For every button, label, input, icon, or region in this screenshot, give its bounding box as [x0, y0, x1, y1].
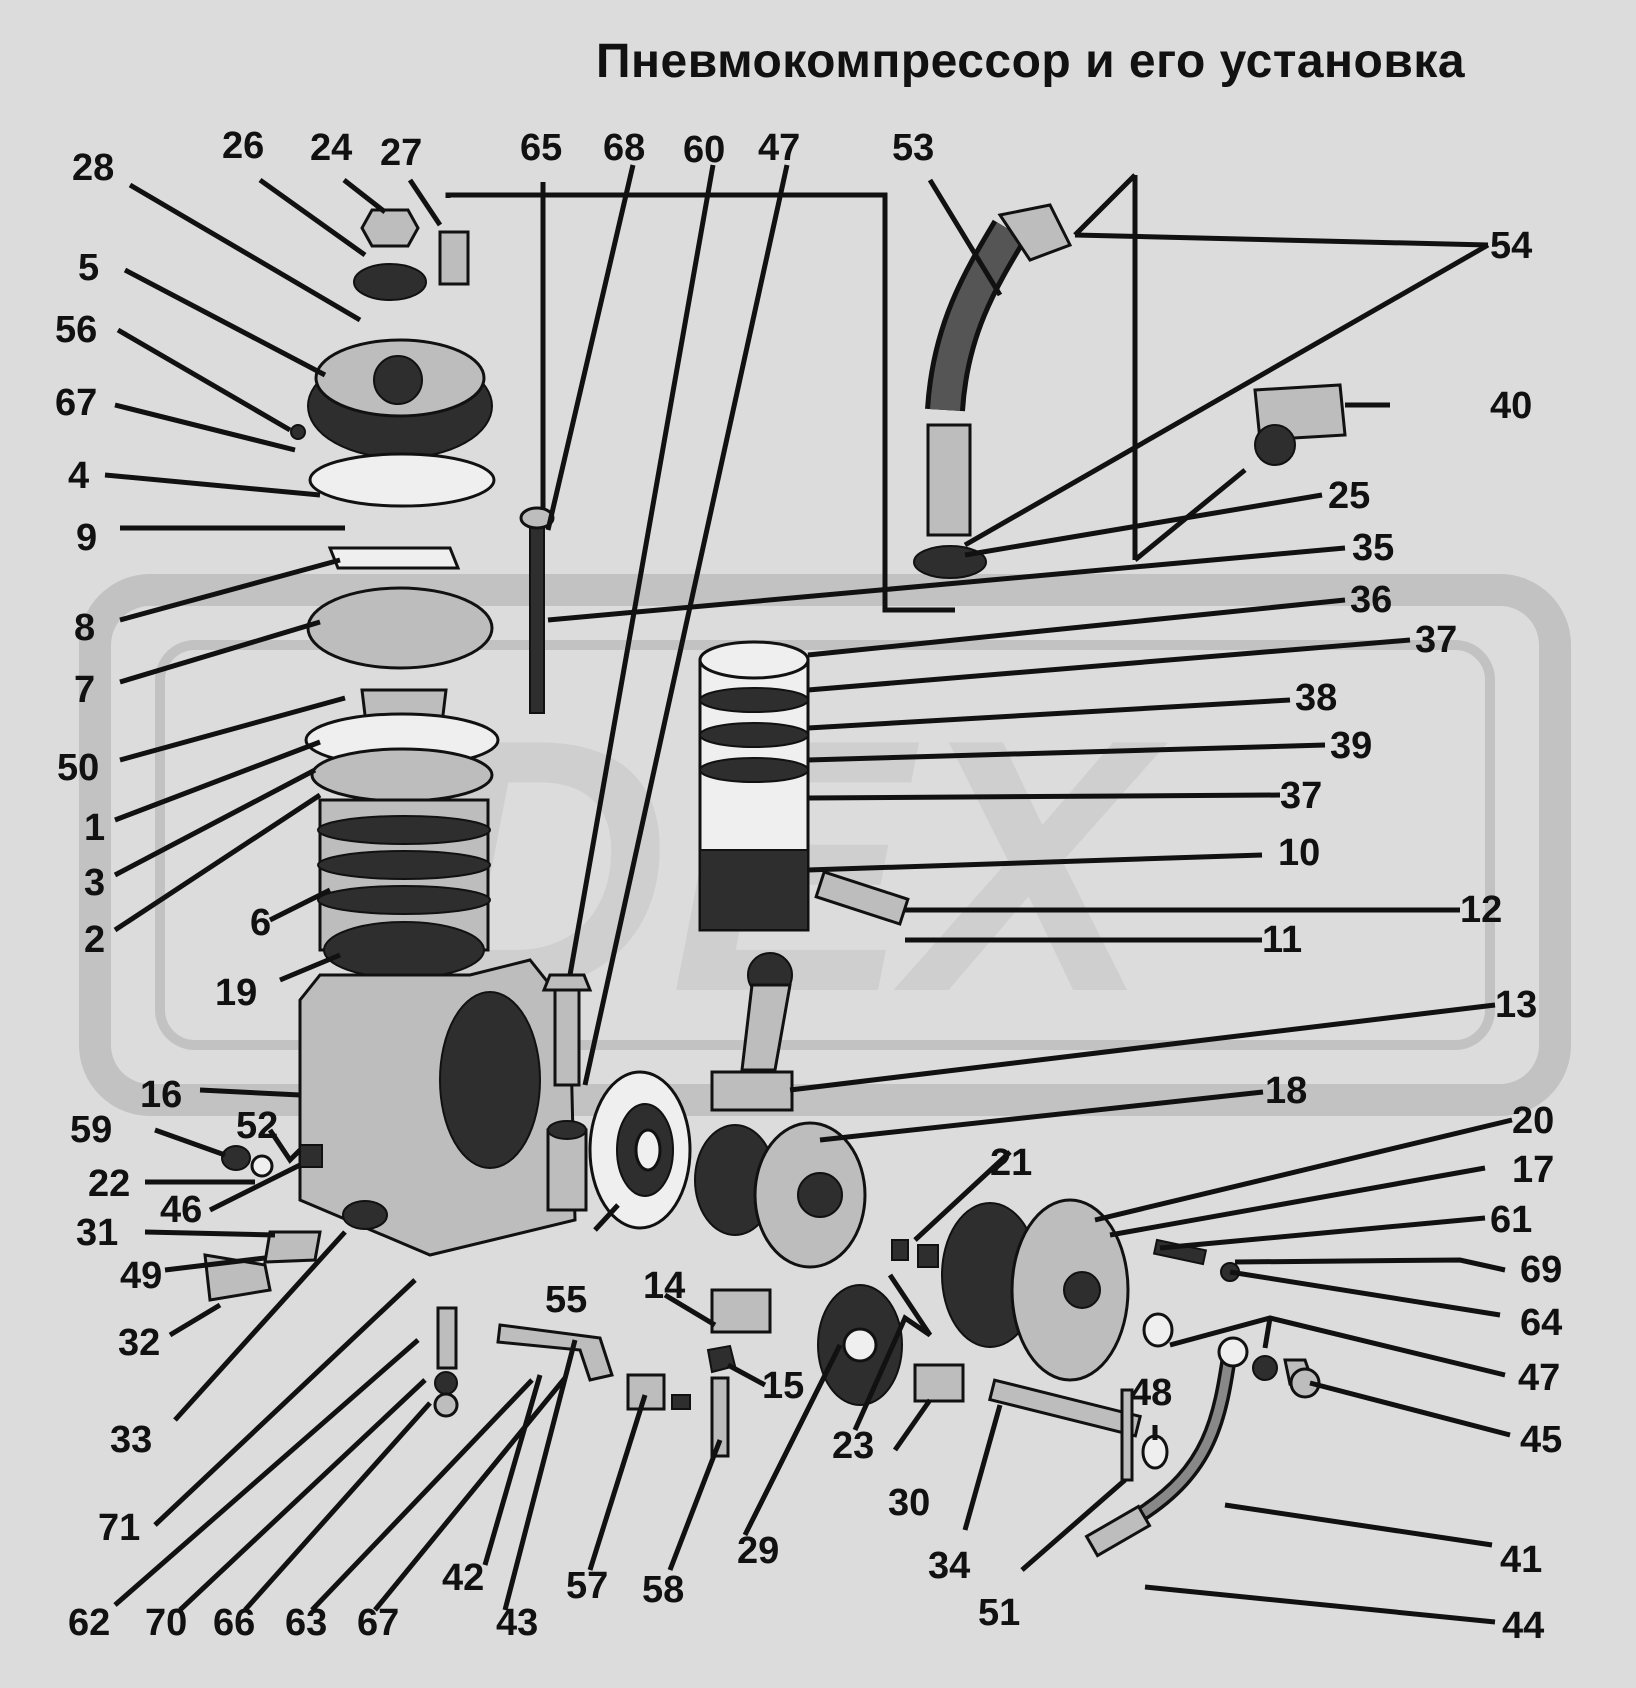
part-label: 49 — [120, 1255, 162, 1297]
hardware — [203, 424, 1321, 1482]
part-label: 36 — [1350, 579, 1392, 621]
part-label: 5 — [78, 247, 99, 289]
part-label: 15 — [762, 1365, 804, 1407]
part-label: 23 — [832, 1425, 874, 1467]
part-label: 9 — [76, 517, 97, 559]
part-label: 10 — [1278, 832, 1320, 874]
part-label: 54 — [1490, 225, 1532, 267]
piston-and-rod — [698, 640, 910, 1112]
part-label: 22 — [88, 1163, 130, 1205]
part-label: 4 — [68, 455, 89, 497]
part-label: 39 — [1330, 725, 1372, 767]
page-title: Пневмокомпрессор и его установка — [596, 35, 1466, 88]
part-label: 24 — [310, 127, 352, 169]
part-label: 62 — [68, 1602, 110, 1644]
part-label: 46 — [160, 1189, 202, 1231]
part-label: 66 — [213, 1602, 255, 1644]
rear-cover — [941, 1198, 1130, 1382]
part-label: 60 — [683, 129, 725, 171]
part-label: 50 — [57, 747, 99, 789]
part-label: 13 — [1495, 984, 1537, 1026]
part-label: 34 — [928, 1545, 970, 1587]
part-label: 43 — [496, 1602, 538, 1644]
part-label: 33 — [110, 1419, 152, 1461]
part-label: 53 — [892, 127, 934, 169]
part-label: 67 — [357, 1602, 399, 1644]
part-label: 67 — [55, 382, 97, 424]
part-label: 3 — [84, 862, 105, 904]
part-label: 32 — [118, 1322, 160, 1364]
part-label: 14 — [643, 1265, 685, 1307]
part-label: 28 — [72, 147, 114, 189]
part-label: 47 — [1518, 1357, 1560, 1399]
part-label: 26 — [222, 125, 264, 167]
part-label: 18 — [1265, 1070, 1307, 1112]
part-labels: 28 26 24 27 65 68 60 47 53 54 5 56 67 4 … — [55, 125, 1562, 1647]
part-label: 56 — [55, 309, 97, 351]
part-label: 59 — [70, 1109, 112, 1151]
part-label: 35 — [1352, 527, 1394, 569]
long-stud — [519, 506, 593, 1087]
part-label: 6 — [250, 902, 271, 944]
part-label: 38 — [1295, 677, 1337, 719]
part-label: 30 — [888, 1482, 930, 1524]
cylinder-block — [304, 712, 500, 979]
part-label: 21 — [990, 1142, 1032, 1184]
part-label: 61 — [1490, 1199, 1532, 1241]
part-label: 25 — [1328, 475, 1370, 517]
part-label: 19 — [215, 972, 257, 1014]
air-hose — [913, 203, 1347, 1558]
part-label: 42 — [442, 1557, 484, 1599]
part-label: 57 — [566, 1565, 608, 1607]
part-label: 20 — [1512, 1100, 1554, 1142]
part-label: 16 — [140, 1074, 182, 1116]
part-label: 41 — [1500, 1539, 1542, 1581]
part-label: 47 — [758, 127, 800, 169]
part-label: 64 — [1520, 1302, 1562, 1344]
part-label: 37 — [1415, 619, 1457, 661]
ball-bearing — [588, 1070, 692, 1230]
part-label: 45 — [1520, 1419, 1562, 1461]
part-label: 31 — [76, 1212, 118, 1254]
part-label: 1 — [84, 807, 105, 849]
cylinder-head-assembly — [306, 208, 496, 742]
part-label: 2 — [84, 919, 105, 961]
leader-lines — [104, 164, 1513, 1625]
part-label: 17 — [1512, 1149, 1554, 1191]
part-label: 69 — [1520, 1249, 1562, 1291]
part-label: 29 — [737, 1530, 779, 1572]
part-label: 58 — [642, 1569, 684, 1611]
part-label: 65 — [520, 127, 562, 169]
part-label: 68 — [603, 127, 645, 169]
part-label: 27 — [380, 132, 422, 174]
part-label: 48 — [1130, 1372, 1172, 1414]
part-label: 11 — [1262, 919, 1302, 961]
part-label: 55 — [545, 1279, 587, 1321]
part-label: 44 — [1502, 1605, 1544, 1647]
part-label: 71 — [98, 1507, 140, 1549]
part-label: 7 — [74, 669, 95, 711]
part-label: 40 — [1490, 385, 1532, 427]
part-label: 51 — [978, 1592, 1020, 1634]
part-label: 63 — [285, 1602, 327, 1644]
part-label: 8 — [74, 607, 95, 649]
part-label: 70 — [145, 1602, 187, 1644]
part-label: 12 — [1460, 889, 1502, 931]
crankcase — [298, 958, 588, 1257]
part-label: 37 — [1280, 775, 1322, 817]
part-label: 52 — [236, 1105, 278, 1147]
